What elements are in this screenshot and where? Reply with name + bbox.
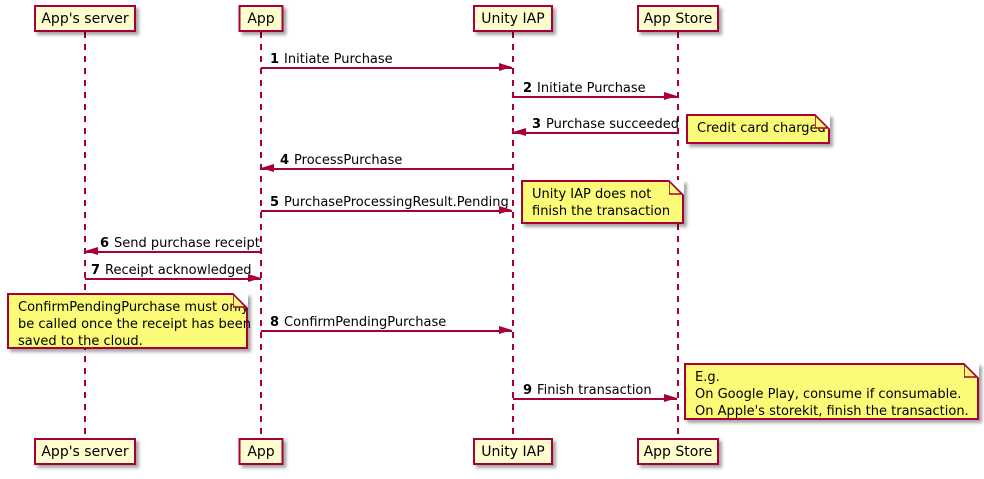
message-line <box>513 132 677 134</box>
note-line: On Google Play, consume if consumable. <box>695 387 962 402</box>
note-line: ConfirmPendingPurchase must only <box>18 300 249 315</box>
message-line <box>513 96 677 98</box>
participant-unity-iap-top: Unity IAP <box>473 5 553 32</box>
message-line <box>85 251 261 253</box>
note-line: be called once the receipt has been <box>18 317 251 332</box>
message-label: 4 ProcessPurchase <box>280 153 402 169</box>
participant-label: Unity IAP <box>481 10 545 27</box>
arrowhead-right-icon <box>499 206 512 214</box>
message-number: 6 <box>100 236 110 251</box>
note-line: E.g. <box>695 370 720 385</box>
note-line: finish the transaction <box>532 204 671 219</box>
participant-label: Unity IAP <box>481 443 545 460</box>
participant-apps-server-top: App's server <box>34 5 136 32</box>
message-line <box>513 398 677 400</box>
message-text: Initiate Purchase <box>537 81 646 96</box>
message-number: 5 <box>270 195 280 210</box>
participant-label: App's server <box>41 10 129 27</box>
lifeline-app <box>260 32 262 438</box>
note-fold-icon <box>669 180 684 195</box>
message-label: 7 Receipt acknowledged <box>91 263 252 279</box>
message-line <box>261 168 512 170</box>
note-line: Unity IAP does not <box>532 187 652 202</box>
message-line <box>85 278 261 280</box>
arrowhead-left-icon <box>261 164 274 172</box>
note-fold-icon <box>964 363 979 378</box>
message-number: 1 <box>270 52 280 67</box>
participant-app-top: App <box>238 5 284 32</box>
note-line: saved to the cloud. <box>18 334 143 349</box>
participant-app-store-bottom: App Store <box>637 438 719 465</box>
arrowhead-right-icon <box>499 63 512 71</box>
message-text: ProcessPurchase <box>294 153 403 168</box>
message-line <box>261 210 512 212</box>
participant-app-bottom: App <box>238 438 284 465</box>
message-text: PurchaseProcessingResult.Pending <box>284 195 509 210</box>
lifeline-apps-server <box>84 32 86 438</box>
note-credit-card-charged: Credit card charged <box>686 114 830 144</box>
arrowhead-left-icon <box>85 247 98 255</box>
message-label: 9 Finish transaction <box>523 383 652 399</box>
participant-label: App's server <box>41 443 129 460</box>
arrowhead-right-icon <box>248 274 261 282</box>
message-label: 8 ConfirmPendingPurchase <box>270 315 446 331</box>
note-confirm-pending-purchase: ConfirmPendingPurchase must only be call… <box>7 293 251 349</box>
note-fold-icon <box>815 114 830 129</box>
message-text: Finish transaction <box>537 383 652 398</box>
participant-app-store-top: App Store <box>637 5 719 32</box>
message-number: 4 <box>280 153 290 168</box>
participant-label: App Store <box>643 10 713 27</box>
message-text: Initiate Purchase <box>284 52 393 67</box>
arrowhead-right-icon <box>499 326 512 334</box>
message-line <box>261 330 512 332</box>
note-unity-iap-pending: Unity IAP does not finish the transactio… <box>521 180 684 224</box>
message-number: 3 <box>532 117 542 132</box>
lifeline-unity-iap <box>512 32 514 438</box>
message-text: Receipt acknowledged <box>105 263 252 278</box>
arrowhead-right-icon <box>664 92 677 100</box>
message-number: 9 <box>523 383 533 398</box>
arrowhead-right-icon <box>664 394 677 402</box>
note-fold-icon <box>233 293 248 308</box>
message-label: 1 Initiate Purchase <box>270 52 393 68</box>
message-label: 3 Purchase succeeded <box>532 117 679 133</box>
participant-label: App <box>247 10 275 27</box>
participant-label: App <box>247 443 275 460</box>
message-number: 7 <box>91 263 101 278</box>
participant-apps-server-bottom: App's server <box>34 438 136 465</box>
message-label: 5 PurchaseProcessingResult.Pending <box>270 195 509 211</box>
message-number: 8 <box>270 315 280 330</box>
participant-unity-iap-bottom: Unity IAP <box>473 438 553 465</box>
arrowhead-left-icon <box>513 128 526 136</box>
note-finish-transaction-examples: E.g. On Google Play, consume if consumab… <box>684 363 979 420</box>
note-line: Credit card charged <box>697 121 826 136</box>
message-number: 2 <box>523 81 533 96</box>
message-text: Purchase succeeded <box>546 117 680 132</box>
participant-label: App Store <box>643 443 713 460</box>
message-line <box>261 67 512 69</box>
message-label: 2 Initiate Purchase <box>523 81 646 97</box>
note-line: On Apple's storekit, finish the transact… <box>695 404 969 419</box>
lifeline-app-store <box>677 32 679 438</box>
message-text: ConfirmPendingPurchase <box>284 315 447 330</box>
message-label: 6 Send purchase receipt <box>100 236 260 252</box>
message-text: Send purchase receipt <box>114 236 260 251</box>
